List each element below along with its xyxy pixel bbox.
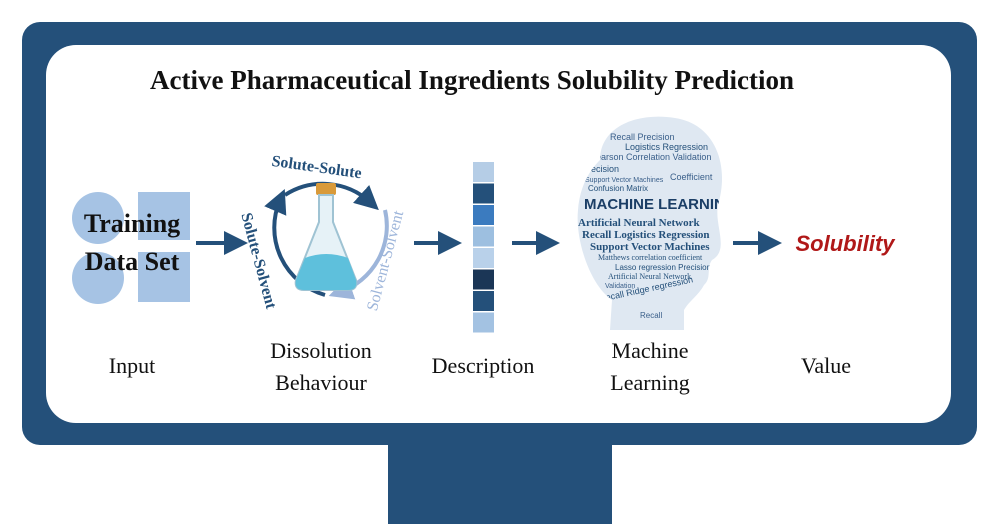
flask-icon <box>294 183 358 291</box>
descriptor-segment <box>473 312 494 333</box>
word-cloud-text: Validation <box>605 283 635 290</box>
descriptor-segment <box>473 205 494 225</box>
monitor-stand <box>388 440 612 524</box>
word-cloud-text: Artificial Neural Network <box>578 217 700 229</box>
description-label: Description <box>432 353 535 378</box>
descriptor-segment <box>473 162 494 182</box>
word-cloud-text: Precision <box>582 164 619 174</box>
word-cloud-text: Logistics Regression <box>625 142 708 152</box>
dissolution-label: Dissolution <box>270 338 371 363</box>
descriptor-segment <box>473 291 494 311</box>
descriptor-segment <box>473 248 494 268</box>
word-cloud-text: Coefficient <box>670 172 713 182</box>
word-cloud-text: Recall Precision <box>610 132 675 142</box>
machine-label: Machine <box>612 338 689 363</box>
value-label: Value <box>801 353 851 378</box>
word-cloud-text: Confusion Matrix <box>588 184 648 193</box>
descriptor-vector <box>473 162 494 333</box>
word-cloud-text: Matthews correlation coefficient <box>598 253 703 262</box>
descriptor-segment <box>473 269 494 290</box>
word-cloud-text: Recall <box>640 311 662 320</box>
word-cloud-text: Artificial Neural Network <box>608 272 691 281</box>
training-label: Training <box>84 209 180 238</box>
diagram-title: Active Pharmaceutical Ingredients Solubi… <box>150 65 794 95</box>
word-cloud-text: Lasso regression Precision <box>615 263 711 272</box>
training-data-icon <box>72 192 190 304</box>
dissolution-cycle <box>264 181 389 300</box>
solubility-output: Solubility <box>796 231 897 256</box>
word-cloud-text: Support Vector Machines <box>585 177 664 184</box>
word-cloud-text: Pearson Correlation Validation <box>590 152 711 162</box>
behaviour-label: Behaviour <box>275 370 367 395</box>
word-cloud-text: Recall Logistics Regression <box>582 229 710 241</box>
descriptor-segment <box>473 183 494 204</box>
monitor-screen <box>46 45 951 423</box>
data-set-label: Data Set <box>85 247 180 276</box>
word-cloud-text: Support Vector Machines <box>590 241 710 253</box>
word-cloud-text: MACHINE LEARNING <box>584 196 737 213</box>
descriptor-segment <box>473 226 494 247</box>
input-label: Input <box>109 353 155 378</box>
monitor-frame <box>22 22 977 524</box>
learning-label: Learning <box>610 370 689 395</box>
